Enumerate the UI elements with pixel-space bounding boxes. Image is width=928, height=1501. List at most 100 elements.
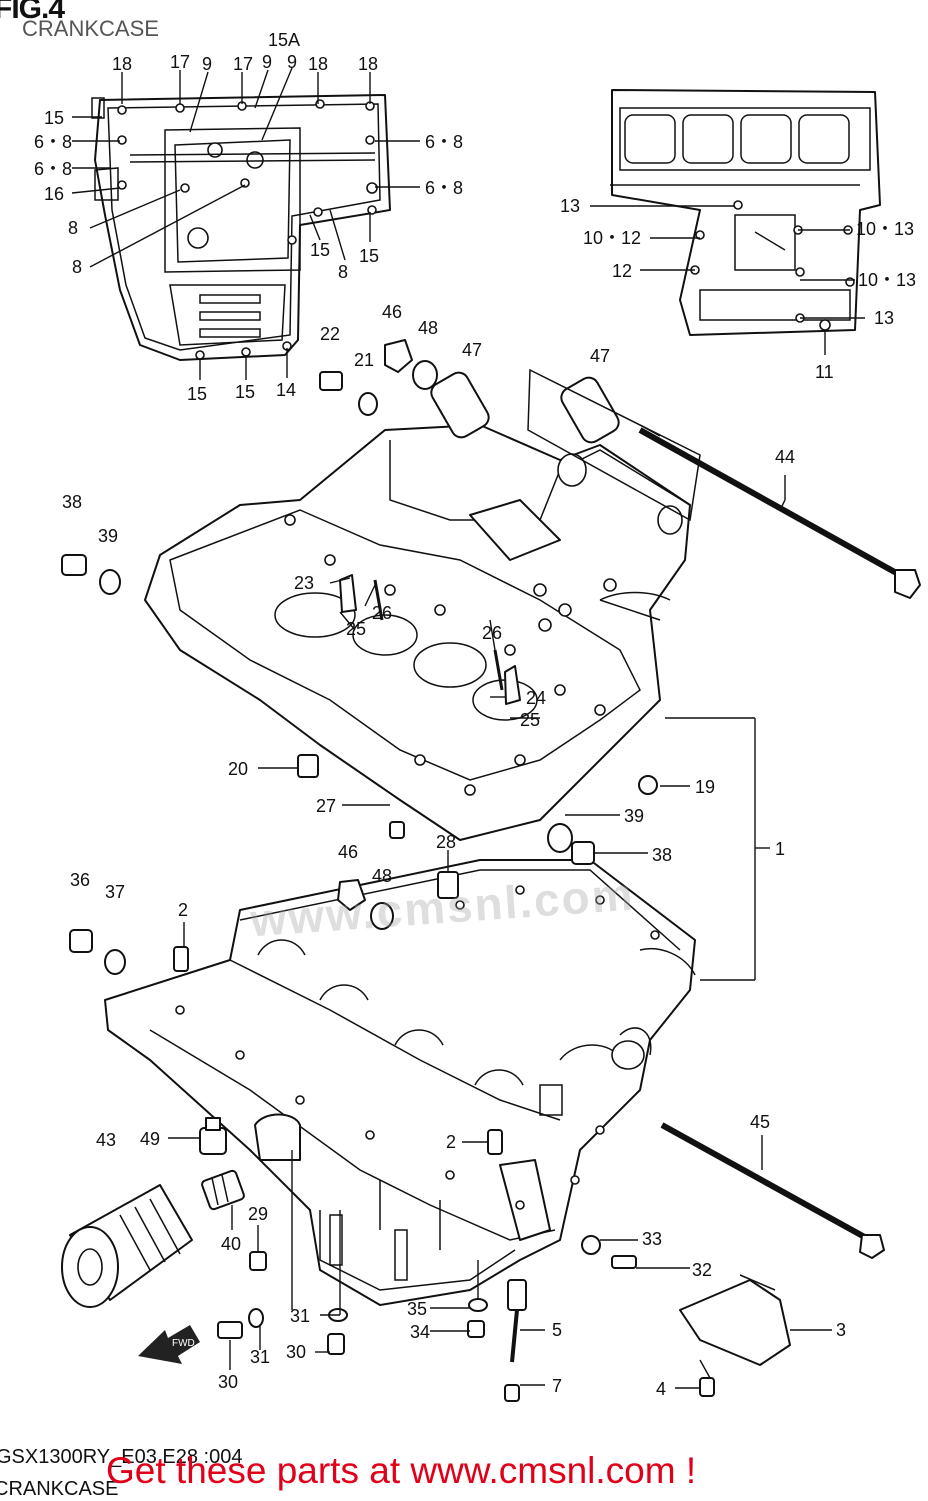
callout-8: 8 [68, 218, 78, 238]
callout-25: 25 [520, 710, 540, 730]
callout-34: 34 [410, 1322, 430, 1342]
callout-9: 9 [202, 54, 212, 74]
callout-17: 17 [233, 54, 253, 74]
callout-13: 13 [560, 196, 580, 216]
callout-26: 26 [372, 603, 392, 623]
callout-46: 46 [382, 302, 402, 322]
callout-38: 38 [652, 845, 672, 865]
callout-29: 29 [248, 1204, 268, 1224]
callout-14: 14 [276, 380, 296, 400]
callout-1: 1 [775, 839, 785, 859]
dowel-pins [173, 754, 503, 1155]
callout-48: 48 [418, 318, 438, 338]
callout-2: 2 [446, 1132, 456, 1152]
callout-6-8: 6・8 [34, 159, 72, 179]
callout-33: 33 [642, 1229, 662, 1249]
promo-link[interactable]: Get these parts at www.cmsnl.com ! [106, 1450, 697, 1491]
cover-3 [679, 1274, 791, 1366]
callout-15: 15 [187, 384, 207, 404]
callout-4: 4 [656, 1379, 666, 1399]
oil-pressure-switch-5 [507, 1279, 527, 1363]
callout-9: 9 [287, 52, 297, 72]
callout-7: 7 [552, 1376, 562, 1396]
inset-crankcase-top-view [610, 89, 881, 336]
callout-46: 46 [338, 842, 358, 862]
callout-19: 19 [695, 777, 715, 797]
callout-39: 39 [624, 806, 644, 826]
lower-crankcase [104, 859, 696, 1306]
callout-13: 13 [874, 308, 894, 328]
callout-18: 18 [308, 54, 328, 74]
inset-crankcase-bottom-view [91, 94, 391, 361]
callout-15A: 15A [268, 30, 300, 50]
callout-38: 38 [62, 492, 82, 512]
callout-15: 15 [44, 108, 64, 128]
callout-2: 2 [178, 900, 188, 920]
callout-18: 18 [112, 54, 132, 74]
callout-32: 32 [692, 1260, 712, 1280]
callout-21: 21 [354, 350, 374, 370]
callout-labels: 18 17 9 17 9 15A 9 18 18 15 6・8 6・8 16 8… [34, 30, 916, 1399]
upper-crankcase [144, 424, 691, 841]
union-49 [199, 1117, 227, 1155]
oil-cooler-pipe-40 [201, 1169, 245, 1211]
callout-5: 5 [552, 1320, 562, 1340]
callout-37: 37 [105, 882, 125, 902]
callout-9: 9 [262, 52, 272, 72]
callout-24: 24 [526, 688, 546, 708]
plugs-and-washers [61, 339, 658, 1271]
callout-36: 36 [70, 870, 90, 890]
callout-23: 23 [294, 573, 314, 593]
callout-6-8: 6・8 [425, 178, 463, 198]
callout-35: 35 [407, 1299, 427, 1319]
callout-10-13: 10・13 [858, 270, 916, 290]
callout-30: 30 [218, 1372, 238, 1392]
callout-15: 15 [359, 246, 379, 266]
callout-8: 8 [72, 257, 82, 277]
callout-31: 31 [290, 1306, 310, 1326]
callout-44: 44 [775, 447, 795, 467]
callout-3: 3 [836, 1320, 846, 1340]
callout-20: 20 [228, 759, 248, 779]
callout-6-8: 6・8 [34, 132, 72, 152]
callout-49: 49 [140, 1129, 160, 1149]
callout-18: 18 [358, 54, 378, 74]
callout-22: 22 [320, 324, 340, 344]
callout-30: 30 [286, 1342, 306, 1362]
oil-filter-43 [61, 1184, 193, 1308]
callout-17: 17 [170, 52, 190, 72]
callout-40: 40 [221, 1234, 241, 1254]
callout-47: 47 [462, 340, 482, 360]
oil-jets-23-26 [339, 574, 521, 705]
sleeve-47 [430, 368, 701, 522]
drain-and-small-bolts [217, 1298, 715, 1402]
fwd-arrow: FWD [138, 1325, 200, 1364]
callout-12: 12 [612, 261, 632, 281]
callout-8: 8 [338, 262, 348, 282]
callout-10-13: 10・13 [856, 219, 914, 239]
callout-11: 11 [815, 362, 834, 382]
callout-15: 15 [235, 382, 255, 402]
callout-16: 16 [44, 184, 64, 204]
fwd-label: FWD [172, 1338, 195, 1349]
footer-name: CRANKCASE [0, 1478, 119, 1500]
callout-15: 15 [310, 240, 330, 260]
callout-31: 31 [250, 1347, 270, 1367]
bolt-45 [660, 1122, 885, 1259]
callout-6-8: 6・8 [425, 132, 463, 152]
callout-10-12: 10・12 [583, 228, 641, 248]
callout-47: 47 [590, 346, 610, 366]
model-code: GSX1300RY_E03,E28 :004 [0, 1446, 243, 1468]
callout-26: 26 [482, 623, 502, 643]
callout-27: 27 [316, 796, 336, 816]
figure-subtitle: CRANKCASE [22, 16, 159, 41]
callout-48: 48 [372, 866, 392, 886]
callout-39: 39 [98, 526, 118, 546]
callout-28: 28 [436, 832, 456, 852]
callout-45: 45 [750, 1112, 770, 1132]
leader-lines [71, 67, 865, 1389]
callout-25: 25 [346, 619, 366, 639]
figure-title: FIG.4 [0, 0, 65, 25]
callout-43: 43 [96, 1130, 116, 1150]
